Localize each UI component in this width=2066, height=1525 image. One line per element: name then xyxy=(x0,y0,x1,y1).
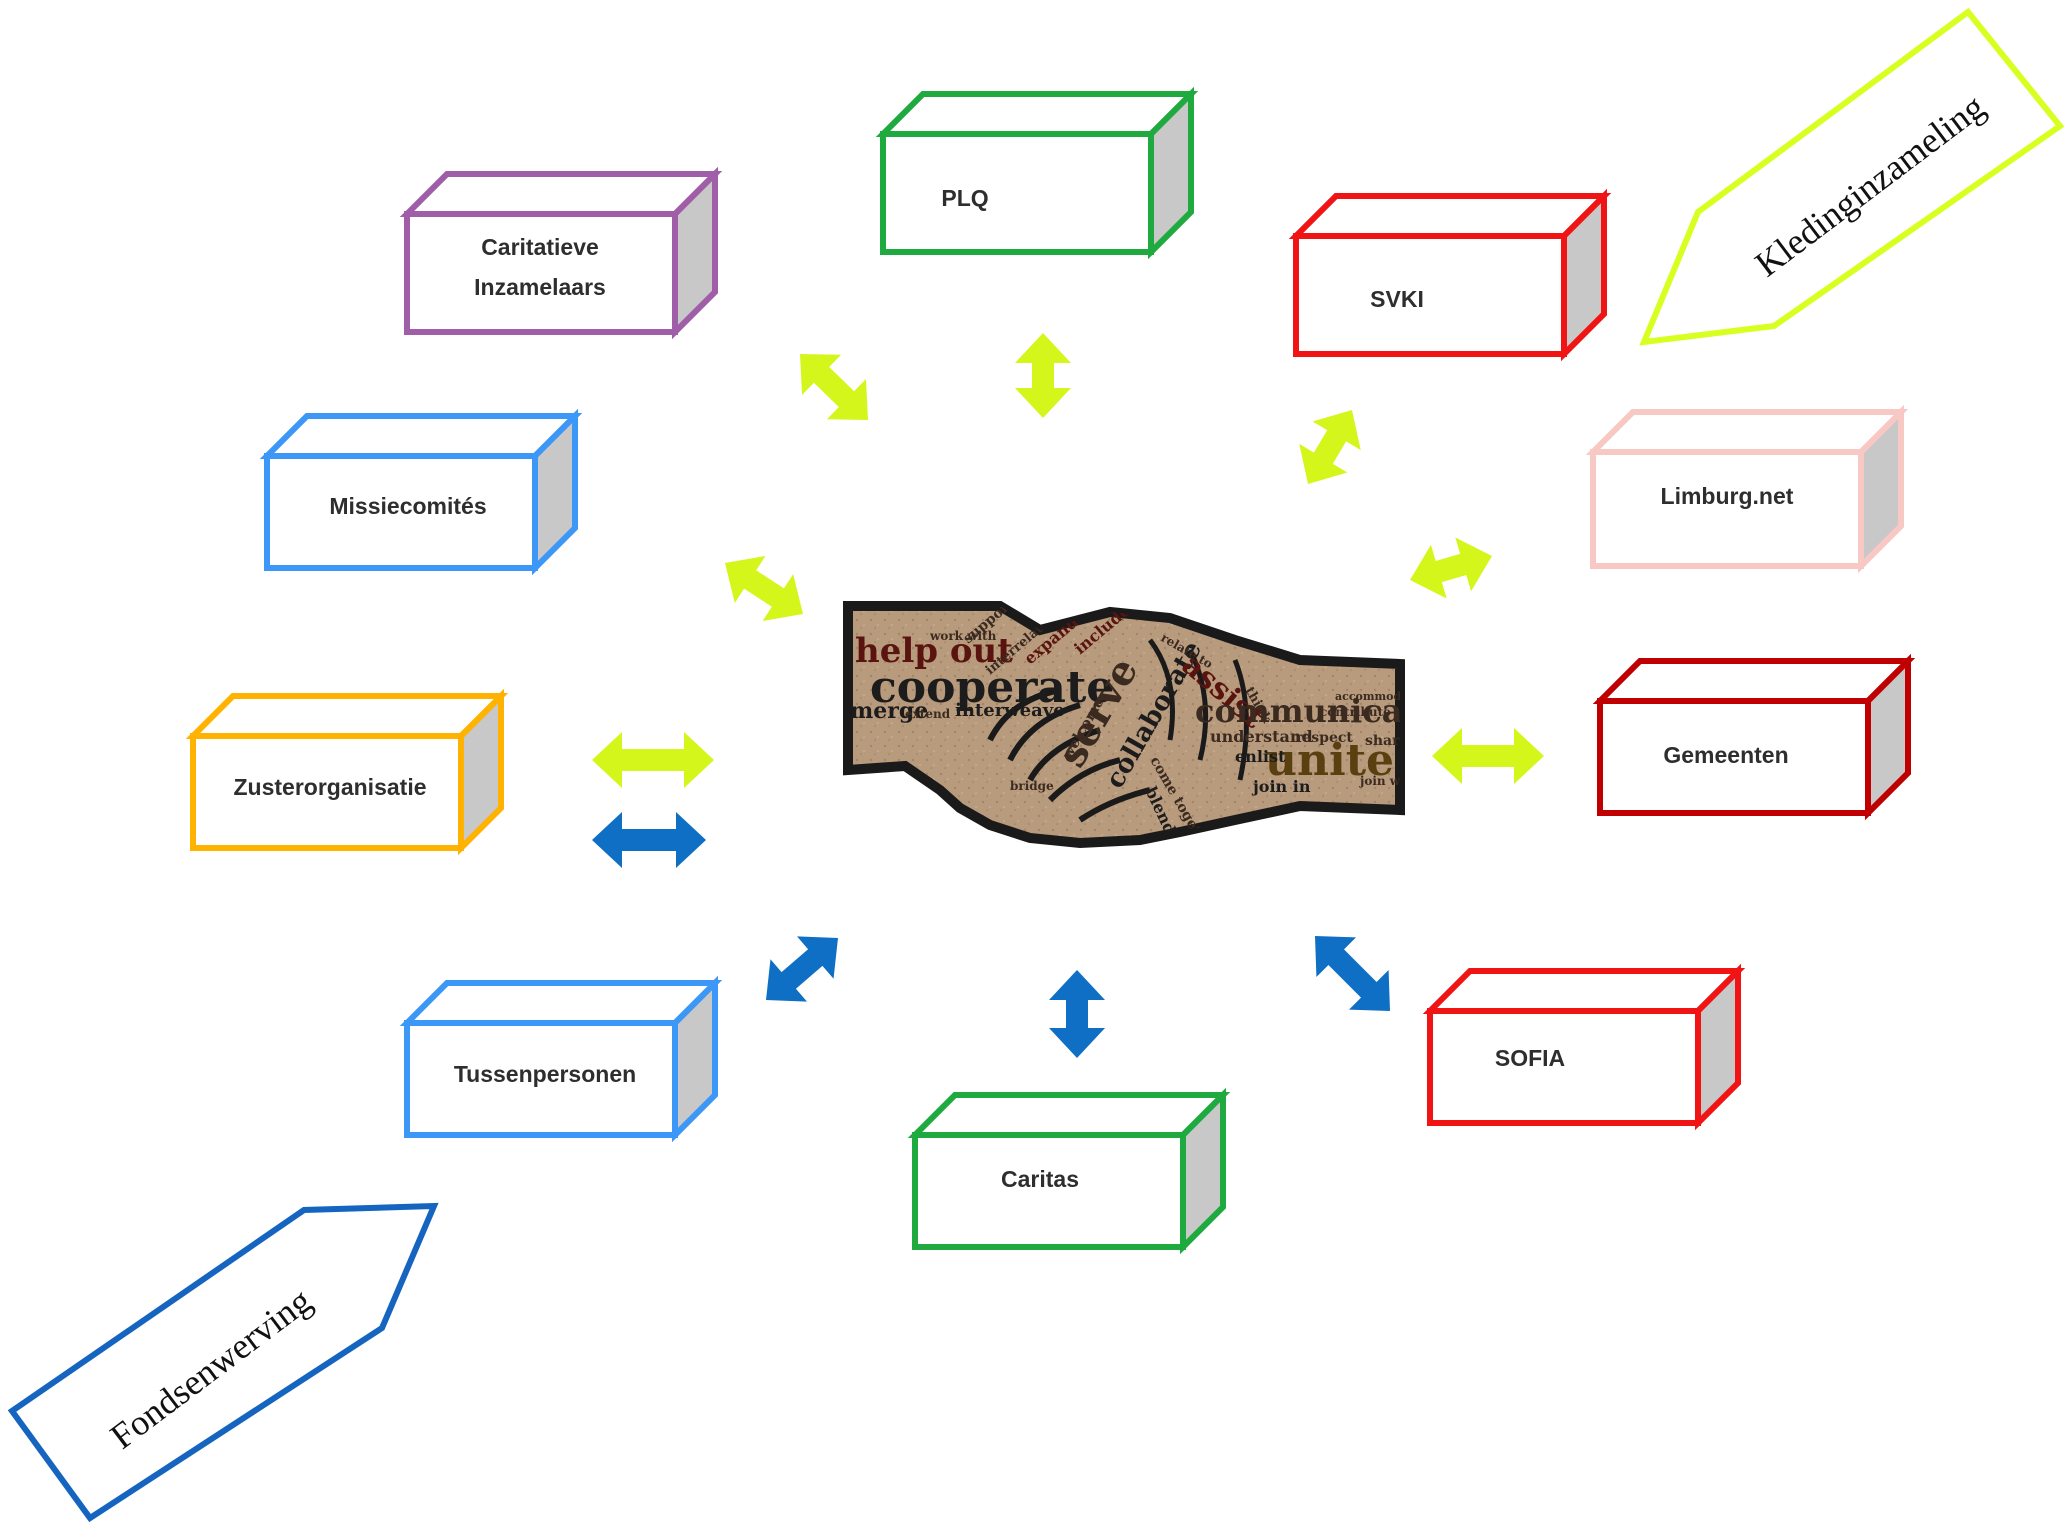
box-top-face xyxy=(1288,193,1612,239)
box-top-face xyxy=(1585,409,1909,455)
box-label: SVKI xyxy=(1370,286,1424,312)
arrow-zusterorganisatie-blue xyxy=(592,812,706,868)
arrow-tussenpersonen xyxy=(766,936,838,1002)
box-top-face xyxy=(907,1092,1231,1138)
tag-fondsenwerving: Fondsenwerving xyxy=(7,1202,439,1523)
word-cloud-word: share xyxy=(1365,733,1409,749)
word-cloud-word: unite xyxy=(1265,735,1394,786)
box-top-face xyxy=(1592,658,1916,704)
box-front-face xyxy=(1590,449,1864,569)
word-cloud-word: join in xyxy=(1251,777,1311,796)
box-front-face xyxy=(404,1020,678,1138)
arrow-limburg xyxy=(1410,537,1493,599)
word-cloud-word: respect xyxy=(1295,730,1353,746)
box-top-face xyxy=(1422,968,1746,1014)
box-label: Tussenpersonen xyxy=(454,1061,636,1087)
box-sofia: SOFIA xyxy=(1422,963,1746,1131)
word-cloud-word: work with xyxy=(929,629,997,643)
box-label: Inzamelaars xyxy=(474,274,606,300)
box-front-face xyxy=(1293,233,1567,357)
word-cloud-word: cooperate xyxy=(870,662,1114,713)
box-top-face xyxy=(399,171,723,217)
box-label: SOFIA xyxy=(1495,1045,1565,1071)
box-front-face xyxy=(264,453,538,571)
arrow-zusterorganisatie-lime xyxy=(592,732,714,788)
word-cloud-word: communicate xyxy=(1195,692,1438,730)
box-label: Caritatieve xyxy=(481,234,599,260)
connection-arrows xyxy=(592,333,1544,1058)
box-front-face xyxy=(404,211,678,335)
box-caritas: Caritas xyxy=(907,1087,1231,1255)
box-top-face xyxy=(875,91,1199,137)
box-zusterorganisatie: Zusterorganisatie xyxy=(185,688,509,856)
word-cloud-word: contribute xyxy=(1320,705,1391,719)
arrow-gemeenten xyxy=(1432,728,1544,784)
box-top-face xyxy=(185,693,509,739)
word-cloud-word: accommodate xyxy=(1335,690,1420,703)
box-gemeenten: Gemeenten xyxy=(1592,653,1916,821)
word-cloud-word: merge xyxy=(850,698,928,724)
box-front-face xyxy=(880,131,1154,255)
arrow-missiecomites xyxy=(725,555,803,622)
box-label: Zusterorganisatie xyxy=(234,774,427,800)
box-label: Caritas xyxy=(1001,1166,1079,1192)
word-cloud-word: interweave xyxy=(955,700,1065,721)
box-front-face xyxy=(912,1132,1186,1250)
word-cloud-word: understand xyxy=(1210,727,1313,746)
arrow-caritas xyxy=(1049,970,1105,1058)
kledinginzameling-shape xyxy=(1639,7,2065,346)
word-cloud-word: enlist xyxy=(1235,747,1286,766)
word-cloud-word: bridge xyxy=(1010,779,1054,793)
box-front-face xyxy=(190,733,464,851)
box-top-face xyxy=(399,980,723,1026)
box-tussenpersonen: Tussenpersonen xyxy=(399,975,723,1143)
tag-kledinginzameling: Kledinginzameling xyxy=(1639,7,2065,346)
arrow-plq xyxy=(1015,333,1071,418)
box-missiecomites: Missiecomités xyxy=(259,408,583,576)
arrow-svki xyxy=(1299,410,1361,484)
box-front-face xyxy=(1427,1008,1701,1126)
arrow-sofia xyxy=(1315,936,1390,1011)
box-front-face xyxy=(1597,698,1871,816)
box-top-face xyxy=(259,413,583,459)
box-label: Missiecomités xyxy=(329,493,486,519)
box-label: Limburg.net xyxy=(1661,483,1794,509)
word-cloud-word: extend xyxy=(905,707,951,721)
box-svki: SVKI xyxy=(1288,188,1612,362)
word-cloud-word: join with xyxy=(1359,774,1419,788)
word-cloud-word: help out xyxy=(855,631,1013,671)
box-label: Gemeenten xyxy=(1663,742,1788,768)
box-limburg: Limburg.net xyxy=(1585,404,1909,574)
fondsenwerving-shape xyxy=(7,1202,439,1523)
arrow-caritatieve xyxy=(800,354,869,420)
box-label: PLQ xyxy=(941,185,988,211)
box-plq: PLQ xyxy=(875,86,1199,260)
